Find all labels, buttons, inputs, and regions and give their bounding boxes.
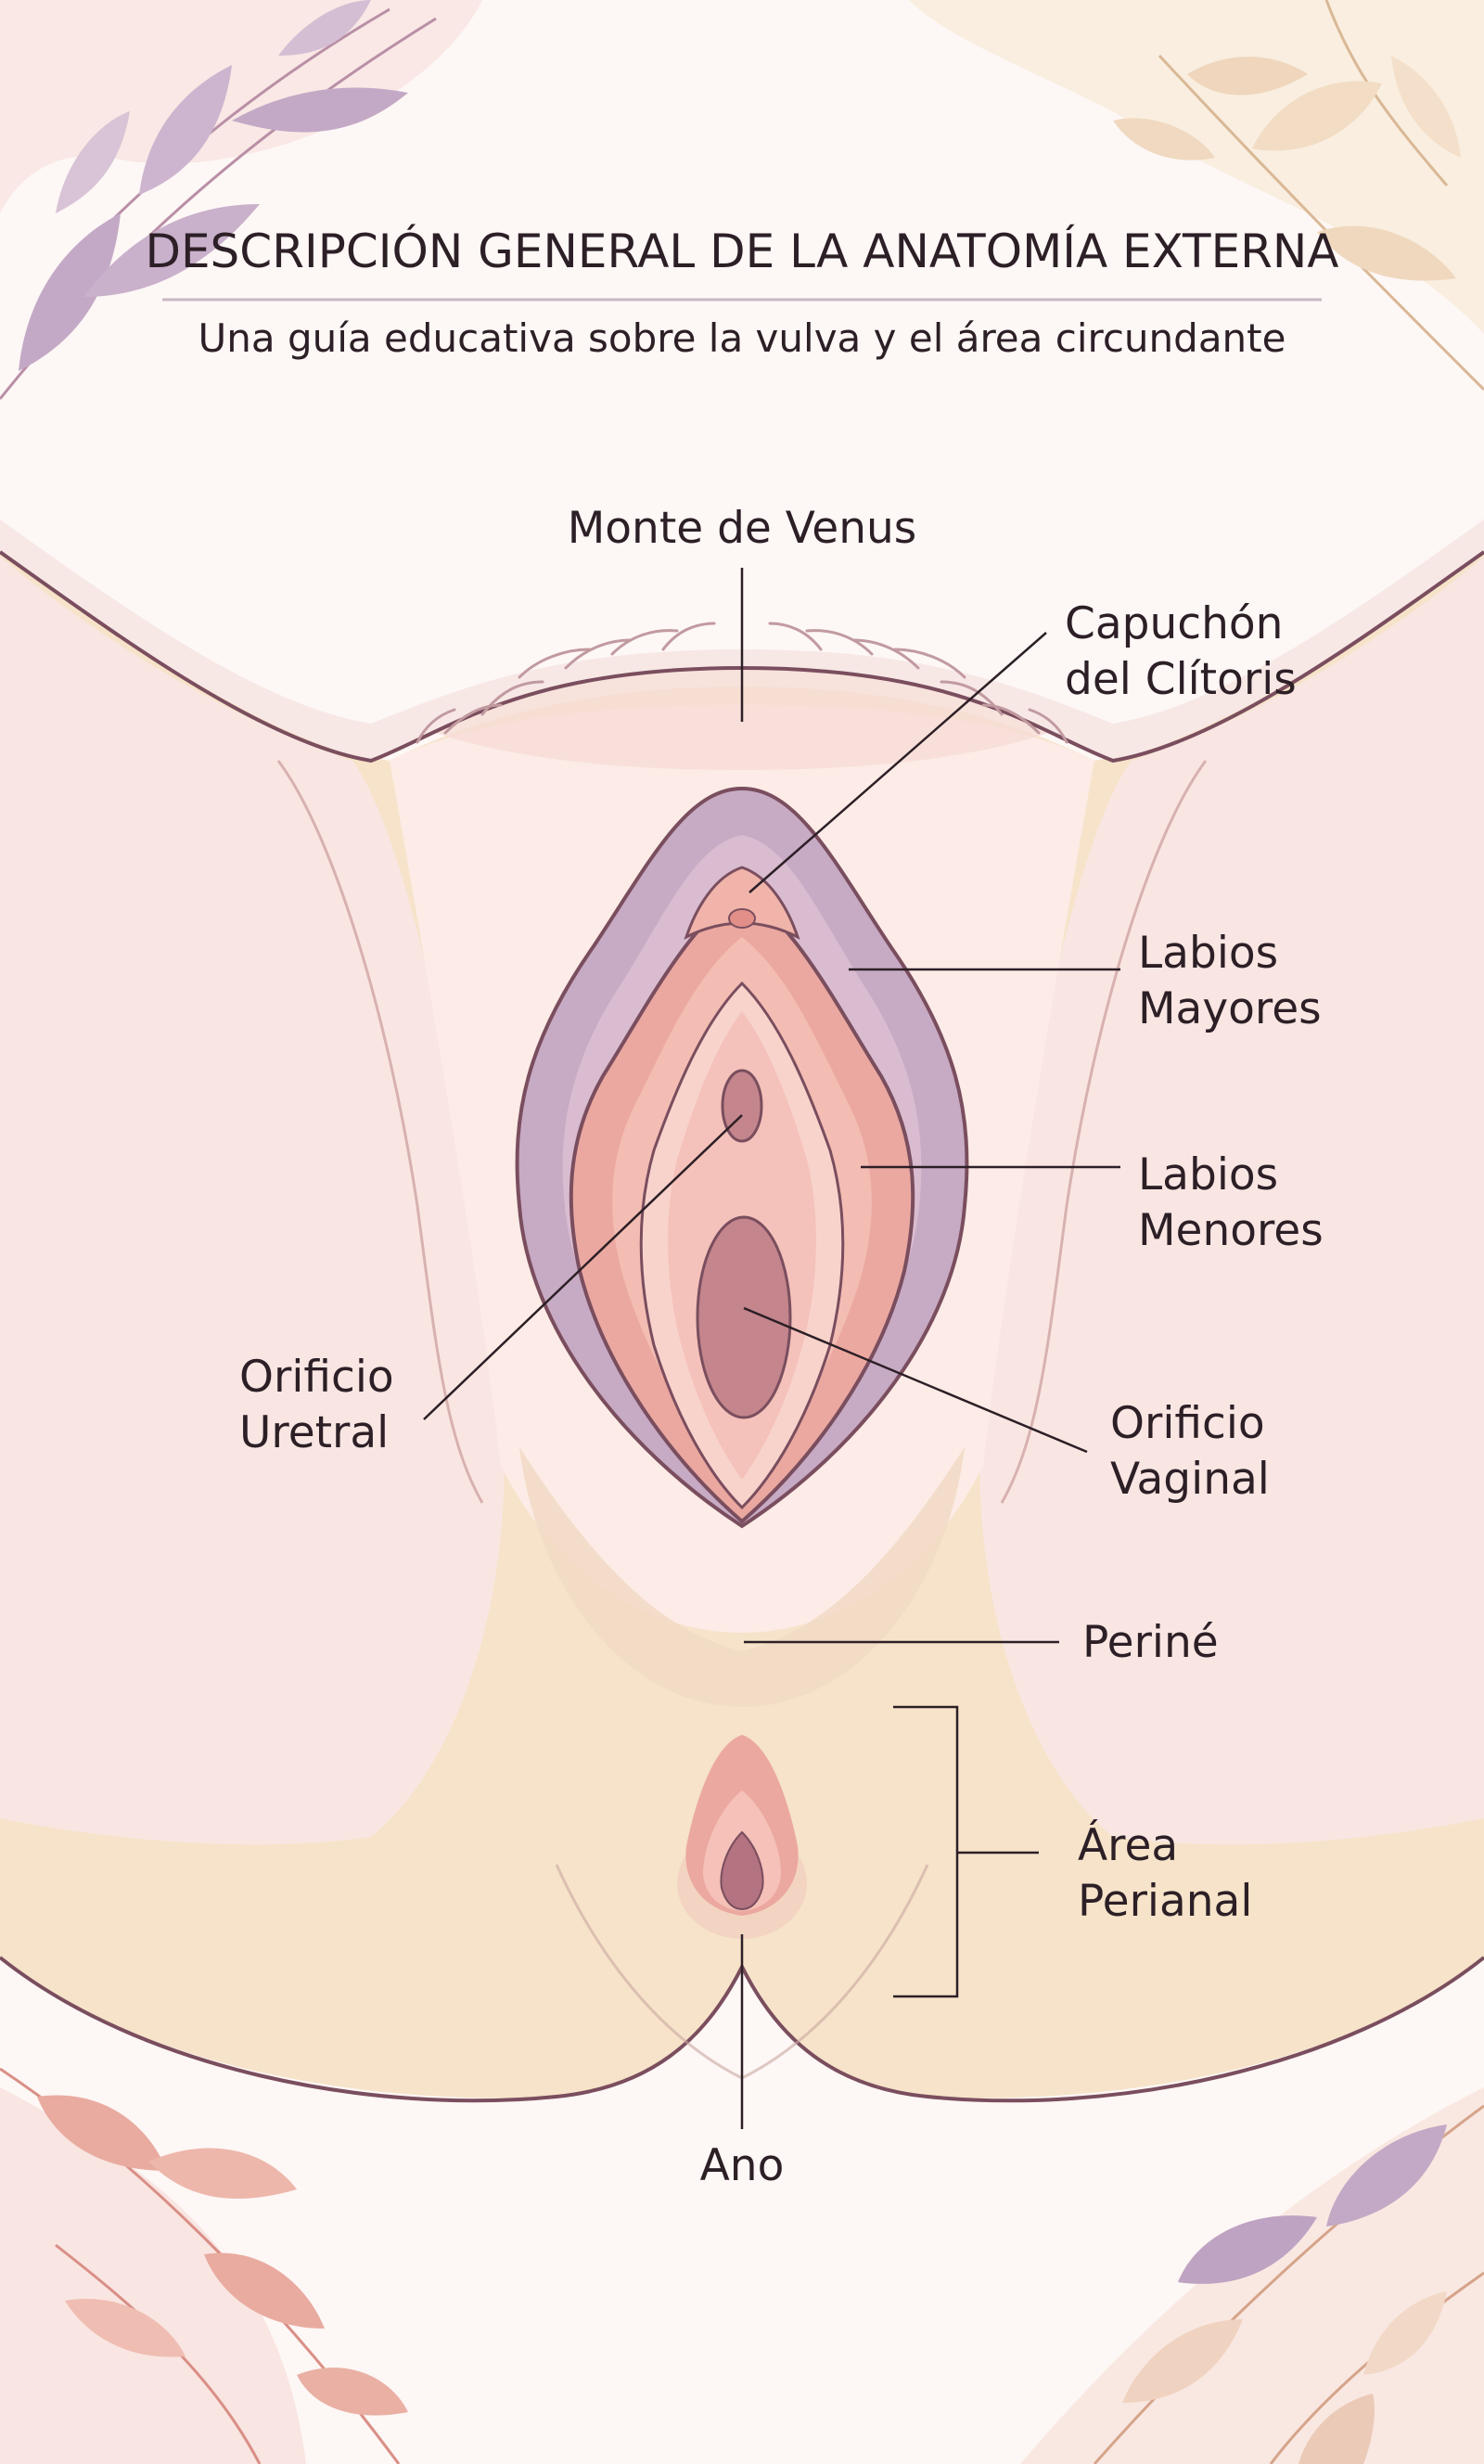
label-area-perianal-line-1: Área	[1078, 1818, 1252, 1874]
label-orificio-uretral-line-1: Orificio	[239, 1350, 394, 1405]
label-ano: Ano	[649, 2138, 835, 2194]
label-monte-de-venus: Monte de Venus	[556, 501, 928, 557]
label-labios-mayores-line-2: Mayores	[1138, 982, 1322, 1037]
clitoris	[729, 909, 755, 928]
label-ano-line: Ano	[649, 2138, 835, 2194]
label-labios-mayores: Labios Mayores	[1138, 926, 1322, 1037]
label-orificio-vaginal-line-1: Orificio	[1110, 1396, 1270, 1452]
label-monte-de-venus-line: Monte de Venus	[556, 501, 928, 557]
page-subtitle: Una guía educativa sobre la vulva y el á…	[0, 315, 1484, 361]
label-perine: Periné	[1082, 1615, 1219, 1671]
label-capuchon-clitoris: Capuchón del Clítoris	[1065, 597, 1297, 708]
page-title: DESCRIPCIÓN GENERAL DE LA ANATOMÍA EXTER…	[0, 225, 1484, 278]
label-area-perianal-line-2: Perianal	[1078, 1874, 1252, 1930]
label-perine-line: Periné	[1082, 1615, 1219, 1671]
label-capuchon-line-2: del Clítoris	[1065, 652, 1297, 708]
label-labios-menores-line-2: Menores	[1138, 1203, 1324, 1259]
label-orificio-vaginal-line-2: Vaginal	[1110, 1452, 1270, 1508]
label-labios-menores: Labios Menores	[1138, 1148, 1324, 1259]
label-orificio-uretral: Orificio Uretral	[239, 1350, 394, 1461]
label-capuchon-line-1: Capuchón	[1065, 597, 1297, 652]
label-orificio-uretral-line-2: Uretral	[239, 1405, 394, 1461]
label-orificio-vaginal: Orificio Vaginal	[1110, 1396, 1270, 1508]
label-area-perianal: Área Perianal	[1078, 1818, 1252, 1930]
vaginal-opening	[697, 1217, 790, 1418]
background-blob-top-right	[909, 0, 1484, 334]
label-labios-menores-line-1: Labios	[1138, 1148, 1324, 1203]
urethral-opening	[723, 1071, 761, 1141]
label-labios-mayores-line-1: Labios	[1138, 926, 1322, 982]
